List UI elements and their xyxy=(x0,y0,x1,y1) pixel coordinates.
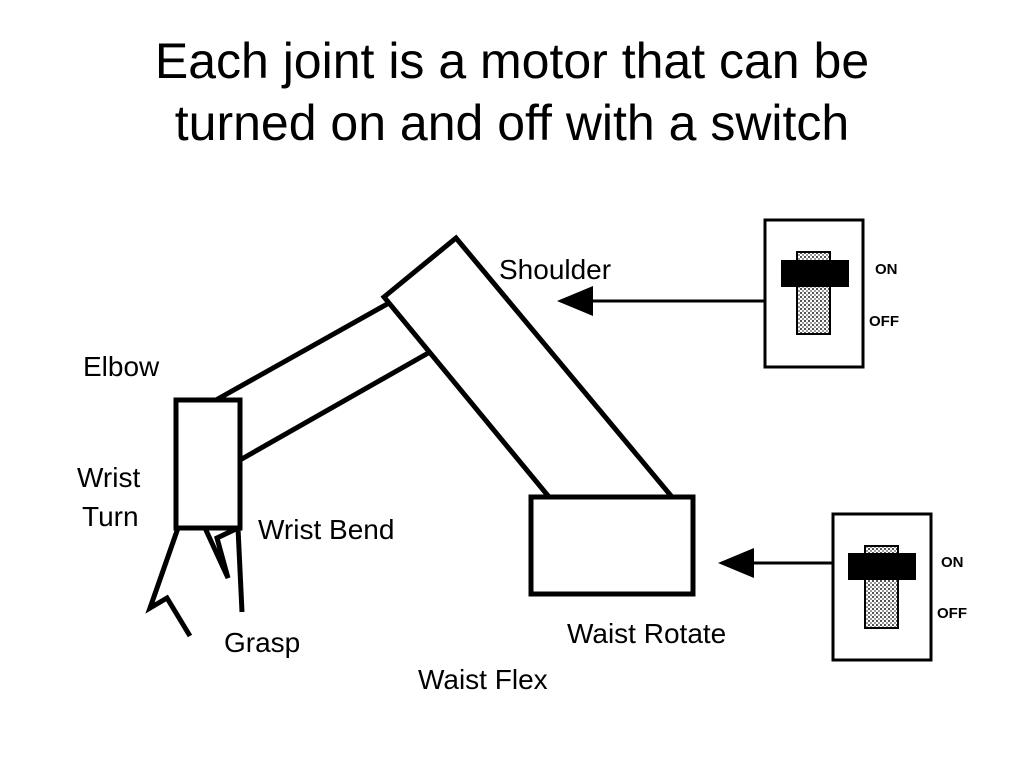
switch-toggle[interactable] xyxy=(781,260,849,287)
label-waist-flex: Waist Flex xyxy=(418,664,548,695)
label-wrist-turn-line-2: Turn xyxy=(82,501,139,532)
slide-title: Each joint is a motor that can be turned… xyxy=(0,30,1024,154)
forearm-bottom-edge xyxy=(238,349,432,463)
label-wrist-turn-line-1: Wrist xyxy=(77,462,140,493)
waist-switch[interactable]: ON OFF xyxy=(831,512,967,662)
switch-frame xyxy=(831,512,933,662)
shoulder-switch[interactable]: ON OFF xyxy=(763,218,899,369)
switch-on-label: ON xyxy=(941,554,964,571)
switch-on-label: ON xyxy=(875,261,898,278)
gripper-left-finger xyxy=(145,527,193,638)
label-grasp: Grasp xyxy=(224,627,300,658)
wrist-block xyxy=(173,397,243,531)
forearm-top-edge xyxy=(214,300,391,403)
title-line-2: turned on and off with a switch xyxy=(174,95,850,151)
label-elbow: Elbow xyxy=(83,351,160,382)
gripper-right-finger xyxy=(202,524,245,613)
switch-off-label: OFF xyxy=(869,313,899,330)
label-waist-rotate: Waist Rotate xyxy=(567,618,726,649)
switch-toggle[interactable] xyxy=(848,553,916,580)
switch-off-label: OFF xyxy=(937,605,967,622)
label-wrist-bend: Wrist Bend xyxy=(258,514,394,545)
title-line-1: Each joint is a motor that can be xyxy=(154,33,870,89)
label-shoulder: Shoulder xyxy=(499,254,611,285)
waist-base xyxy=(528,494,696,597)
robot-arm xyxy=(145,234,696,638)
